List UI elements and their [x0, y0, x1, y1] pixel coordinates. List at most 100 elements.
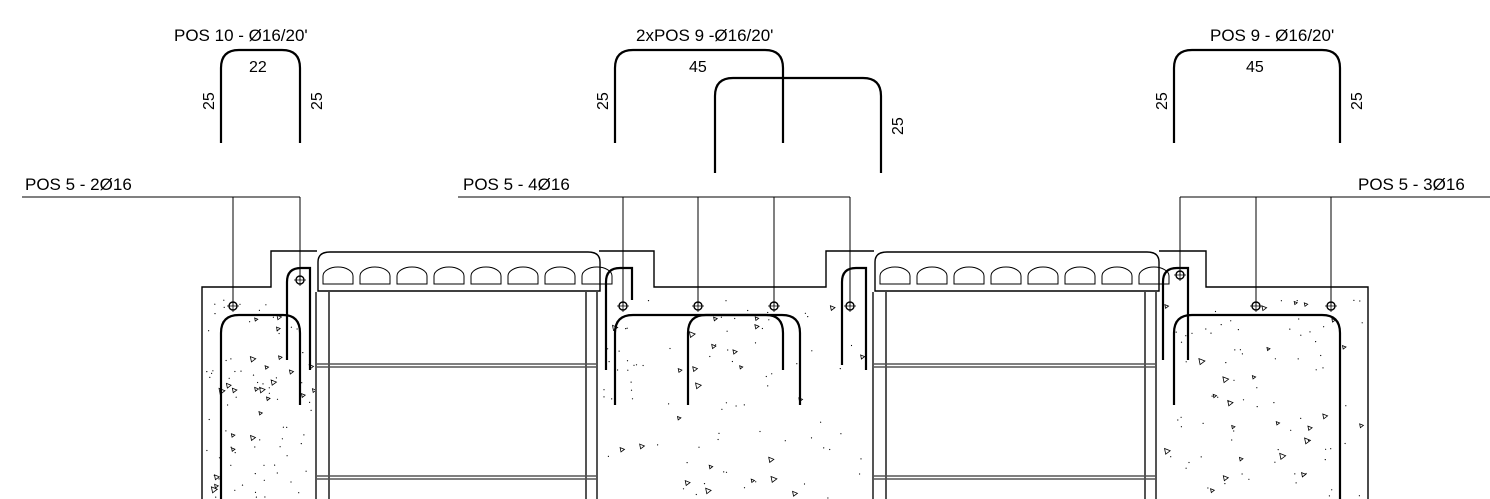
aggregate-dot	[633, 364, 635, 366]
aggregate-dot	[1185, 361, 1187, 363]
aggregate-mark	[1303, 302, 1309, 307]
aggregate-dot	[209, 376, 211, 378]
aggregate-dot	[1210, 332, 1212, 334]
aggregate-mark	[711, 343, 717, 350]
aggregate-mark	[684, 479, 691, 487]
aggregate-mark	[1251, 375, 1257, 380]
aggregate-dot	[1331, 489, 1333, 491]
aggregate-dot	[296, 328, 298, 330]
aggregate-dot	[1211, 395, 1213, 397]
aggregate-mark	[254, 386, 260, 392]
aggregate-dot	[281, 438, 283, 440]
aggregate-dot	[300, 443, 302, 445]
aggregate-dot	[1324, 459, 1326, 461]
aggregate-dot	[1230, 320, 1232, 322]
aggregate-dot	[259, 439, 261, 441]
aggregate-mark	[258, 410, 264, 416]
aggregate-mark	[1279, 452, 1287, 461]
aggregate-dot	[1323, 326, 1325, 328]
aggregate-dot	[635, 364, 638, 366]
rebar-section	[294, 274, 306, 286]
aggregate-dot	[215, 496, 217, 498]
aggregate-dot	[723, 471, 725, 473]
aggregate-dot	[1191, 332, 1193, 334]
aggregate-dot	[1361, 322, 1363, 324]
aggregate-dot	[223, 299, 225, 301]
aggregate-dot	[1315, 369, 1317, 371]
aggregate-dot	[1344, 442, 1346, 445]
aggregate-dot	[240, 370, 242, 372]
aggregate-mark	[770, 475, 778, 484]
aggregate-dot	[286, 455, 288, 457]
longitudinal-rebars	[227, 269, 1337, 312]
aggregate-dot	[1217, 396, 1219, 398]
aggregate-mark	[278, 355, 283, 361]
aggregate-mark	[750, 478, 756, 484]
aggregate-dot	[720, 316, 723, 318]
pos9-right-leg-dim: 25	[1349, 92, 1366, 110]
aggregate-dot	[1241, 473, 1243, 475]
aggregate-dot	[1277, 449, 1279, 451]
aggregate-dot	[859, 473, 861, 475]
plank-void	[1138, 266, 1170, 285]
aggregate-mark	[768, 456, 775, 464]
plank-void	[396, 266, 428, 285]
aggregate-dot	[731, 360, 734, 363]
aggregate-dot	[1290, 429, 1292, 431]
aggregate-mark	[231, 387, 238, 394]
aggregate-dot	[225, 430, 227, 432]
aggregate-dot	[303, 434, 305, 436]
aggregate-dot	[1185, 335, 1187, 337]
aggregate-dot	[290, 326, 292, 328]
aggregate-dot	[302, 352, 304, 354]
aggregate-dot	[715, 344, 717, 346]
aggregate-dot	[743, 487, 746, 489]
aggregate-mark	[288, 369, 295, 375]
aggregate-dot	[298, 492, 300, 494]
aggregate-dot	[208, 330, 210, 332]
aggregate-dot	[827, 497, 829, 499]
aggregate-dot	[310, 409, 312, 411]
aggregate-mark	[231, 447, 236, 452]
aggregate-dot	[212, 370, 214, 372]
aggregate-dot	[234, 489, 236, 491]
aggregate-dot	[1180, 416, 1182, 418]
callout-right: POS 5 - 3Ø16	[1179, 175, 1490, 306]
aggregate-dot	[264, 496, 266, 498]
pos10-width-dim: 22	[249, 59, 267, 76]
aggregate-mark	[1198, 357, 1206, 366]
aggregate-mark	[688, 331, 696, 339]
aggregate-dot	[272, 316, 274, 318]
aggregate-dot	[1300, 334, 1302, 336]
aggregate-dot	[611, 398, 613, 400]
rebar-section	[1325, 300, 1337, 312]
aggregate-dot	[668, 403, 670, 405]
plank-void	[990, 266, 1022, 285]
aggregate-dot	[1180, 341, 1183, 343]
steel-beam-right	[872, 292, 1157, 499]
aggregate-mark	[692, 366, 699, 373]
aggregate-dot	[305, 470, 307, 472]
aggregate-dot	[771, 373, 773, 375]
bar-shape-pos10: POS 10 - Ø16/20' 22 25 25	[174, 26, 326, 143]
aggregate-dot	[218, 478, 220, 480]
plank-void	[544, 266, 576, 285]
aggregate-dot	[1274, 461, 1276, 463]
aggregate-dot	[727, 349, 729, 351]
aggregate-dot	[206, 371, 208, 373]
aggregate-dot	[214, 303, 216, 305]
aggregate-dot	[1345, 405, 1347, 407]
aggregate-dot	[709, 355, 711, 358]
rebar-section	[692, 300, 704, 312]
aggregate-dot	[810, 437, 813, 439]
aggregate-dot	[1256, 406, 1258, 408]
aggregate-dot	[807, 316, 809, 318]
aggregate-dot	[268, 392, 270, 394]
callout-left-label: POS 5 - 2Ø16	[25, 175, 132, 194]
aggregate-dot	[768, 319, 770, 321]
aggregate-dot	[225, 359, 227, 362]
aggregate-dot	[230, 446, 232, 448]
plank-void	[916, 266, 948, 285]
aggregate-mark	[275, 326, 281, 332]
aggregate-dot	[840, 433, 842, 435]
